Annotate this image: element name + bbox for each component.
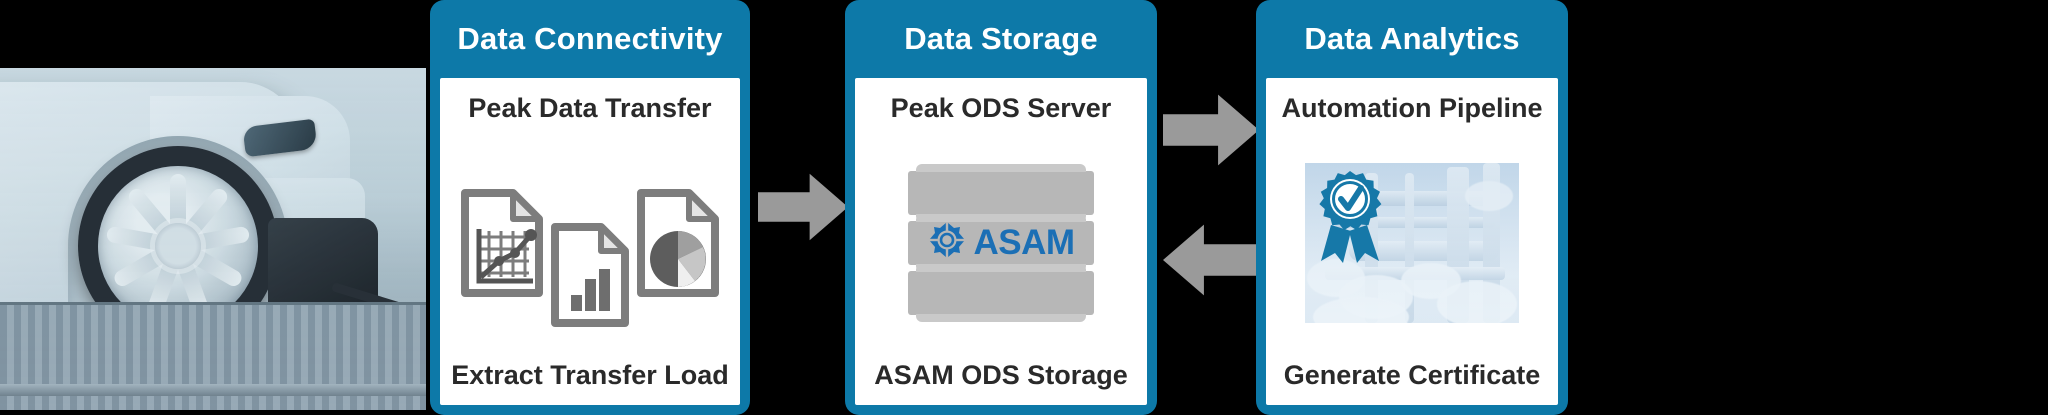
car-wheel-hub <box>155 223 201 269</box>
asam-compass-icon <box>927 220 967 265</box>
server-slab-top <box>908 163 1094 222</box>
card-top-label-data-storage: Peak ODS Server <box>890 93 1112 123</box>
photo-color-tint <box>0 68 426 410</box>
industrial-pipeline-image <box>1305 162 1519 323</box>
card-title-data-connectivity: Data Connectivity <box>457 21 723 56</box>
document-icons-group <box>446 124 734 362</box>
bar-chart-document-icon <box>549 221 631 329</box>
arrow-analytics-to-storage <box>1163 218 1259 302</box>
card-data-storage[interactable]: Data Storage Peak ODS Server <box>845 0 1157 415</box>
certificate-image-group <box>1272 124 1552 362</box>
card-body-data-storage: Peak ODS Server <box>855 78 1147 405</box>
arrow-connectivity-to-storage <box>758 162 848 252</box>
card-bottom-label-data-storage: ASAM ODS Storage <box>874 360 1128 391</box>
card-title-data-storage: Data Storage <box>904 21 1098 56</box>
dyno-rail <box>0 384 426 396</box>
card-top-label-data-connectivity: Peak Data Transfer <box>468 93 712 123</box>
card-data-connectivity[interactable]: Data Connectivity Peak Data Transfer <box>430 0 750 415</box>
card-bottom-label-data-connectivity: Extract Transfer Load <box>451 360 729 391</box>
card-body-data-analytics: Automation Pipeline <box>1266 78 1558 405</box>
server-slab-bottom <box>908 263 1094 322</box>
server-slab-asam: ASAM <box>908 213 1094 272</box>
card-data-analytics[interactable]: Data Analytics Automation Pipeline <box>1256 0 1568 415</box>
card-top-label-data-analytics: Automation Pipeline <box>1281 93 1543 123</box>
server-stack-group: ASAM <box>861 124 1141 362</box>
pie-chart-document-icon <box>635 187 721 299</box>
line-chart-document-icon <box>459 187 545 299</box>
card-title-data-analytics: Data Analytics <box>1304 21 1520 56</box>
card-bottom-label-data-analytics: Generate Certificate <box>1283 360 1541 391</box>
arrow-storage-to-analytics <box>1163 88 1259 172</box>
car-dynamometer-photo <box>0 68 426 410</box>
card-body-data-connectivity: Peak Data Transfer <box>440 78 740 405</box>
asam-logo-text: ASAM <box>973 223 1075 262</box>
certificate-rosette-icon <box>1311 169 1389 270</box>
car-rim <box>98 166 258 326</box>
